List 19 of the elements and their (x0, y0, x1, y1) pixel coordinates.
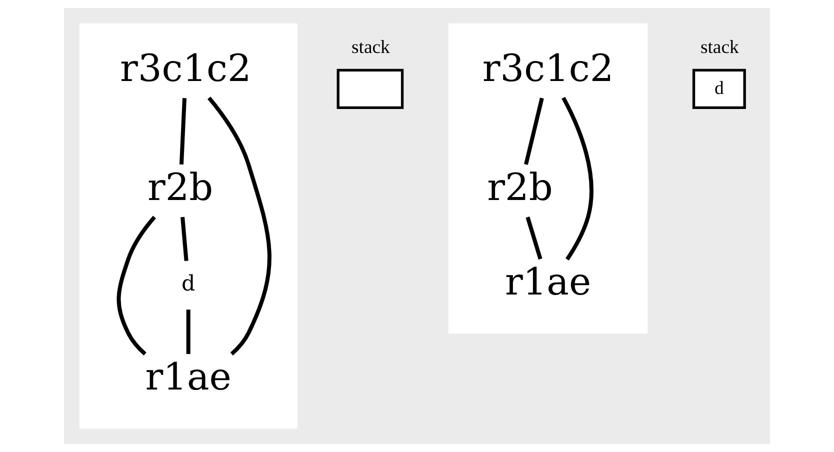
cluster (448, 23, 648, 334)
connector (562, 96, 594, 260)
connector (526, 216, 542, 260)
node-text: r1ae (504, 260, 592, 304)
node-label: stack (700, 37, 739, 58)
connector (524, 98, 544, 165)
node-text: r2b (148, 164, 214, 209)
node-text: r2b (487, 164, 553, 209)
node-text: r3c1c2 (482, 46, 614, 90)
connector (179, 98, 187, 165)
connector (208, 96, 272, 356)
node-label: stack (351, 37, 390, 58)
node-text: r1ae (145, 354, 232, 399)
cluster (79, 23, 298, 429)
connector (116, 216, 156, 356)
node-text: r3c1c2 (120, 46, 252, 90)
node-text: d (182, 272, 196, 297)
connector (180, 216, 188, 262)
connector (186, 310, 190, 354)
